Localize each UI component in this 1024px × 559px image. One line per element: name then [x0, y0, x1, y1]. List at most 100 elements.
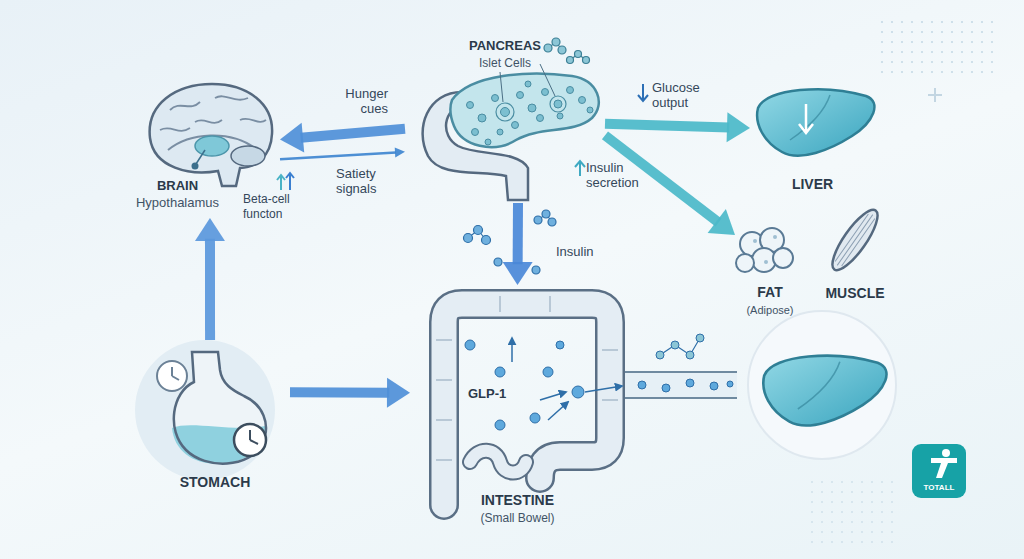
organ-name: BRAIN	[130, 178, 225, 194]
brain-illustration	[231, 146, 265, 166]
annotation-label: Beta-cell functon	[243, 192, 305, 222]
pancreas-illustration	[567, 87, 574, 94]
insulin-up-icon	[575, 161, 585, 176]
glp1-particles	[495, 367, 505, 377]
blood-vessel	[686, 379, 694, 387]
pancreas-illustration	[544, 44, 552, 52]
liver-illustration	[757, 89, 874, 155]
arrow-shaft	[301, 129, 405, 138]
pancreas-illustration	[579, 97, 586, 104]
insulin-up-icon	[575, 161, 585, 176]
flow-arrow	[605, 112, 750, 142]
stomach-organ: STOMACH	[140, 340, 290, 498]
organ-subtitle: (Small Bowel)	[410, 510, 625, 526]
organ-name: MUSCLE	[815, 285, 895, 301]
pancreas-illustration	[512, 122, 519, 129]
edge-label: Insulin	[556, 244, 616, 259]
organ-name: STOMACH	[140, 474, 290, 490]
stomach-illustration	[250, 430, 258, 444]
pancreas-illustration	[550, 96, 566, 112]
liver-circle-illustration	[763, 356, 886, 426]
pancreas-illustration	[567, 57, 574, 64]
pancreas-illustration	[423, 38, 599, 200]
pancreas-illustration	[544, 38, 590, 64]
increase-arrows	[277, 175, 285, 190]
glucose-down-icon	[638, 84, 648, 101]
blood-vessel	[686, 351, 694, 359]
pancreas-illustration	[528, 104, 536, 112]
blood-vessel	[662, 384, 670, 392]
insulin-molecules	[482, 236, 491, 245]
pancreas-illustration	[472, 129, 479, 136]
arrow-shaft	[605, 124, 729, 128]
fat-illustration	[773, 235, 777, 239]
glp1-particles	[556, 341, 564, 349]
edge-label: Glucose output	[652, 80, 714, 110]
pancreas-illustration	[467, 102, 474, 109]
arrow-head	[387, 378, 410, 408]
pancreas-illustration	[517, 92, 524, 99]
liver-circle-illustration	[748, 311, 896, 459]
stomach-illustration	[157, 361, 187, 391]
organ-subtitle: Islet Cells	[445, 55, 565, 71]
stomach-illustration	[135, 340, 275, 480]
insulin-molecules	[464, 234, 473, 243]
liver-circle-illustration	[763, 356, 886, 426]
arrow-shaft	[290, 387, 389, 398]
insulin-molecules	[494, 258, 502, 266]
flow-arrow	[280, 147, 405, 159]
organ-name: LIVER	[750, 176, 875, 192]
glp1-particles	[495, 420, 505, 430]
intestine-illustration	[470, 451, 526, 473]
glp1-particles	[530, 413, 540, 423]
brain-illustration	[150, 84, 272, 186]
glp1-particles	[548, 402, 568, 420]
fat-illustration	[764, 260, 768, 264]
insulin-molecules	[548, 218, 556, 226]
intestine-illustration	[444, 304, 610, 505]
glp1-particles	[465, 340, 475, 350]
hormone-label: GLP-1	[468, 386, 512, 402]
blood-vessel	[585, 334, 737, 398]
edge-label: Insulin secretion	[586, 160, 652, 190]
arrow-head	[195, 218, 225, 241]
organ-name: FAT	[735, 284, 805, 300]
fat-illustration	[753, 239, 757, 243]
logo-badge	[931, 458, 957, 478]
glp1-particles	[465, 338, 584, 430]
background-decoration	[880, 18, 1000, 78]
insulin-molecules	[532, 266, 540, 274]
arrow-head	[503, 262, 533, 285]
liver-illustration	[790, 95, 830, 140]
arrow-head	[395, 147, 405, 157]
muscle-illustration	[825, 204, 884, 276]
brain-illustration	[160, 96, 266, 131]
organ-name: PANCREAS	[445, 38, 565, 54]
fat-tissue: FAT(Adipose)	[735, 222, 805, 322]
liver-organ: LIVER	[750, 80, 875, 200]
fat-illustration	[773, 248, 793, 268]
arrow-shaft	[280, 152, 396, 159]
fat-illustration	[736, 228, 793, 272]
arrow-head	[280, 123, 304, 153]
pancreas-illustration	[542, 89, 549, 96]
glucose-down-icon	[638, 84, 648, 101]
background-decoration	[928, 88, 942, 102]
brain-illustration	[195, 136, 229, 156]
liver-illustration	[799, 104, 813, 133]
blood-vessel	[656, 351, 664, 359]
liver-circle-illustration	[798, 362, 840, 409]
flow-arrow	[290, 378, 410, 408]
fat-illustration	[736, 254, 754, 272]
pancreas-illustration	[537, 115, 544, 122]
pancreas-illustration	[525, 81, 531, 87]
pancreas-illustration	[497, 129, 503, 135]
watermark: TOTALL	[910, 482, 968, 493]
pancreas-illustration	[558, 46, 566, 54]
pancreas-illustration	[501, 108, 510, 117]
liver-illustration	[757, 89, 874, 155]
brain-illustration	[150, 84, 272, 186]
